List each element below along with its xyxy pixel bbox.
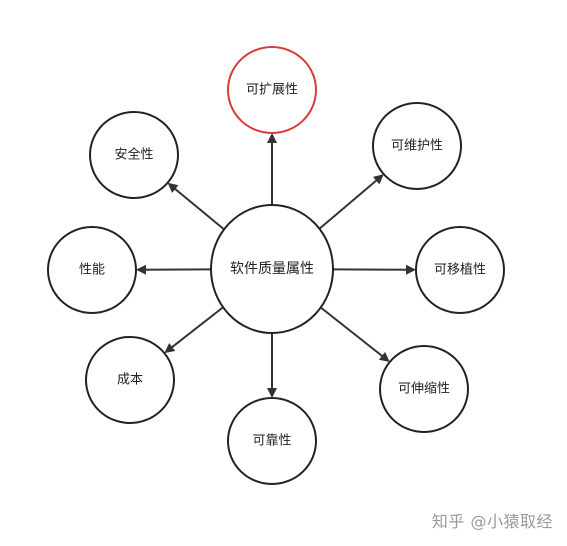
watermark-platform: 知乎 xyxy=(431,512,465,531)
node-cost[interactable]: 成本 xyxy=(85,336,175,424)
node-reliability-label: 可靠性 xyxy=(252,434,291,449)
node-reliability-shape xyxy=(227,397,317,485)
edge-scalability xyxy=(320,306,390,362)
center-node[interactable]: 软件质量属性 xyxy=(210,204,334,334)
node-extensibility[interactable]: 可扩展性 xyxy=(227,46,317,134)
node-cost-shape xyxy=(85,336,175,424)
node-maintainability-shape xyxy=(372,102,462,190)
node-cost-label: 成本 xyxy=(117,373,143,388)
node-scalability[interactable]: 可伸缩性 xyxy=(379,345,469,433)
node-performance-shape xyxy=(47,226,137,314)
node-performance[interactable]: 性能 xyxy=(47,226,137,314)
node-reliability[interactable]: 可靠性 xyxy=(227,397,317,485)
node-maintainability[interactable]: 可维护性 xyxy=(372,102,462,190)
node-extensibility-label: 可扩展性 xyxy=(246,83,298,98)
node-scalability-label: 可伸缩性 xyxy=(398,381,450,397)
center-node-shape xyxy=(210,204,334,334)
node-portability-label: 可移植性 xyxy=(434,263,486,278)
edge-security xyxy=(167,182,225,231)
node-security-shape xyxy=(89,111,179,199)
edge-cost xyxy=(164,306,224,354)
node-security[interactable]: 安全性 xyxy=(89,111,179,199)
watermark-author: @小猿取经 xyxy=(470,512,553,531)
node-maintainability-label: 可维护性 xyxy=(391,139,443,154)
node-portability-shape xyxy=(415,226,505,314)
node-performance-label: 性能 xyxy=(79,263,105,278)
center-node-label: 软件质量属性 xyxy=(230,261,314,277)
node-extensibility-shape xyxy=(227,46,317,134)
watermark: 知乎 @小猿取经 xyxy=(432,508,553,532)
edges xyxy=(135,133,417,398)
node-portability[interactable]: 可移植性 xyxy=(415,226,505,314)
node-scalability-shape xyxy=(379,345,469,433)
node-security-label: 安全性 xyxy=(114,147,153,163)
edge-maintainability xyxy=(318,174,384,230)
